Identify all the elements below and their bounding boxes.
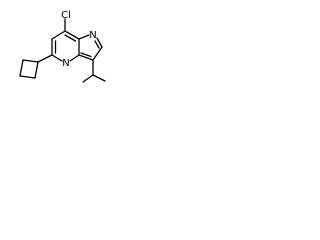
bond-n7a-c7-inner [64,34,77,42]
bond-c3-c3a-inner [80,52,92,58]
bond-c5-cb1 [37,54,53,63]
bond-layer [19,18,106,83]
bond-n7a-n1 [78,34,90,40]
atom-label-layer: Cl N N [61,10,97,69]
bond-c5-n4 [51,54,63,62]
bond-n1-c2 [96,37,103,48]
pyrimidine-nitrogen-label: N [62,58,69,69]
bond-ch-me2 [92,74,106,82]
chlorine-label: Cl [61,10,71,21]
bond-n4-c3a [69,54,80,62]
bond-cb1-cb2 [22,59,39,63]
bond-c3-c3a [78,54,94,61]
bond-ch-me1 [82,74,94,83]
bond-n7a-c7 [64,30,80,40]
bond-cb2-cb3 [19,59,24,77]
bond-c7-c6 [51,30,66,40]
bond-c2-c3 [92,46,103,61]
bond-n1-c2-inner [94,40,100,49]
bond-cb3-cb4 [19,75,36,79]
bond-cb4-cb1 [34,61,39,79]
chemical-structure-diagram: Cl N N [19,10,106,83]
pyrazole-nitrogen-label: N [89,30,96,41]
